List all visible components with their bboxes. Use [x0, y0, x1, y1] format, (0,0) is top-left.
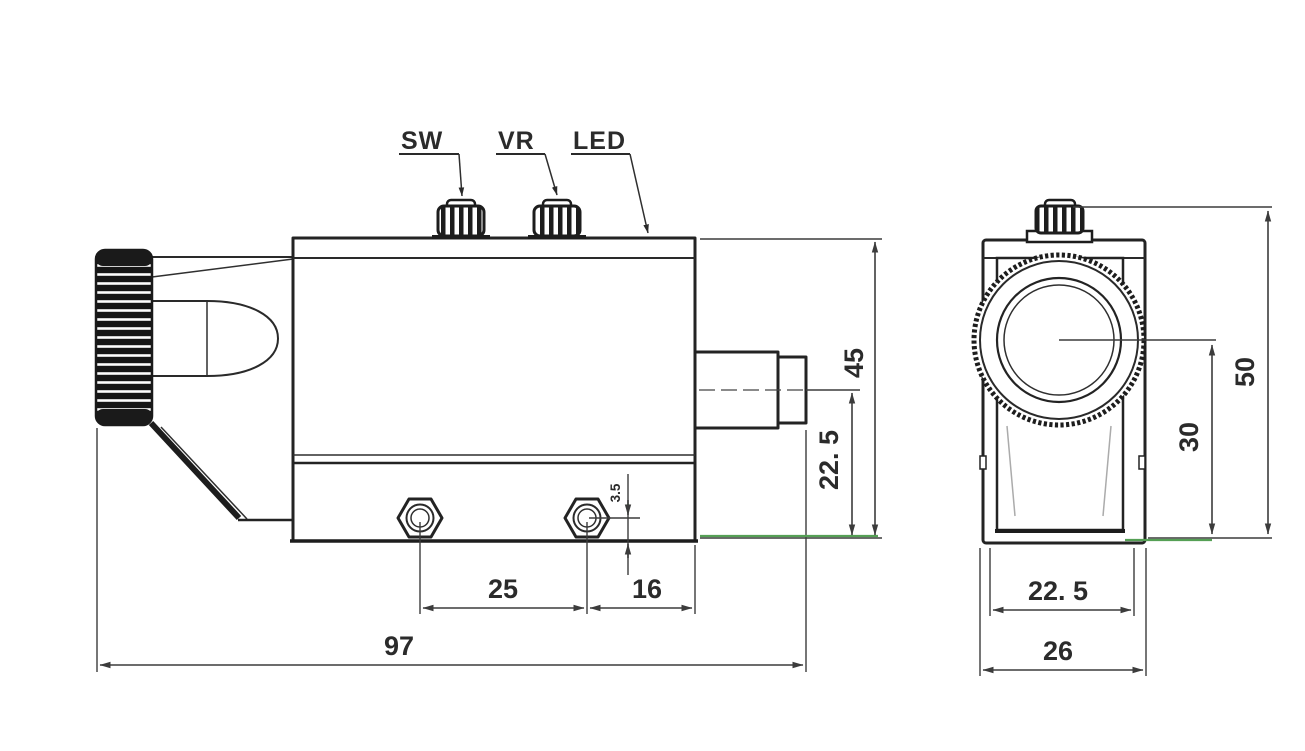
front-view: 50 30 22. 5 26	[971, 198, 1272, 676]
housing-taper-top	[151, 256, 294, 278]
dim-lens-center-height: 30	[1174, 344, 1216, 535]
label-vr: VR	[496, 127, 558, 196]
vr-knob-body	[532, 204, 582, 238]
dim-overall-height-text: 50	[1230, 357, 1260, 387]
focus-ring-bottom-cap	[96, 409, 152, 425]
front-taper-line-right	[1102, 425, 1112, 517]
led-leader-line	[629, 153, 649, 234]
dim-hole-spacing: 25	[419, 522, 588, 614]
sw-knob-body	[436, 204, 486, 238]
dim-connector-center-height: 22. 5	[806, 389, 860, 536]
dim-hole-spacing-text: 25	[488, 574, 518, 604]
side-view: SW VR LED 45 22. 5	[94, 127, 882, 672]
sensor-body	[290, 236, 698, 543]
dim-connector-center-height-text: 22. 5	[814, 430, 844, 490]
dim-inner-width: 22. 5	[989, 548, 1135, 616]
dim-overall-length-text: 97	[384, 631, 414, 661]
housing-taper-bottom	[148, 420, 293, 522]
focus-ring	[94, 248, 154, 427]
dim-overall-height: 50	[1230, 210, 1272, 535]
dim-overall-width: 26	[979, 548, 1147, 676]
lens-element	[152, 300, 280, 377]
led-label-text: LED	[573, 127, 626, 155]
dim-body-height-text: 45	[839, 348, 869, 378]
front-notch-right	[1138, 455, 1146, 470]
vr-label-text: VR	[498, 127, 535, 155]
adjustment-knob-sw	[432, 198, 490, 239]
dim-lens-center-height-text: 30	[1174, 422, 1204, 452]
dim-hole-to-front: 16	[589, 545, 696, 614]
dim-overall-length-extensions	[96, 428, 807, 672]
front-knob-body	[1034, 204, 1085, 235]
front-adjustment-knob	[1025, 198, 1094, 244]
dim-body-height: 45	[700, 238, 882, 539]
dim-overall-length: 97	[99, 631, 804, 669]
adjustment-knob-vr	[528, 198, 586, 239]
front-taper-line-left	[1006, 425, 1016, 517]
vr-leader-line	[544, 153, 558, 196]
sw-label-text: SW	[401, 127, 443, 155]
dim-hole-offset-text: 3.5	[608, 483, 623, 502]
label-sw: SW	[399, 127, 465, 197]
sw-leader-line	[458, 153, 465, 197]
dim-inner-width-text: 22. 5	[1028, 576, 1088, 606]
front-notch-left	[979, 455, 987, 470]
dim-hole-offset: 3.5	[589, 474, 640, 575]
connector	[693, 350, 808, 430]
focus-ring-top-cap	[96, 250, 152, 266]
dim-overall-width-text: 26	[1043, 636, 1073, 666]
label-led: LED	[571, 127, 649, 234]
dim-hole-to-front-text: 16	[632, 574, 662, 604]
